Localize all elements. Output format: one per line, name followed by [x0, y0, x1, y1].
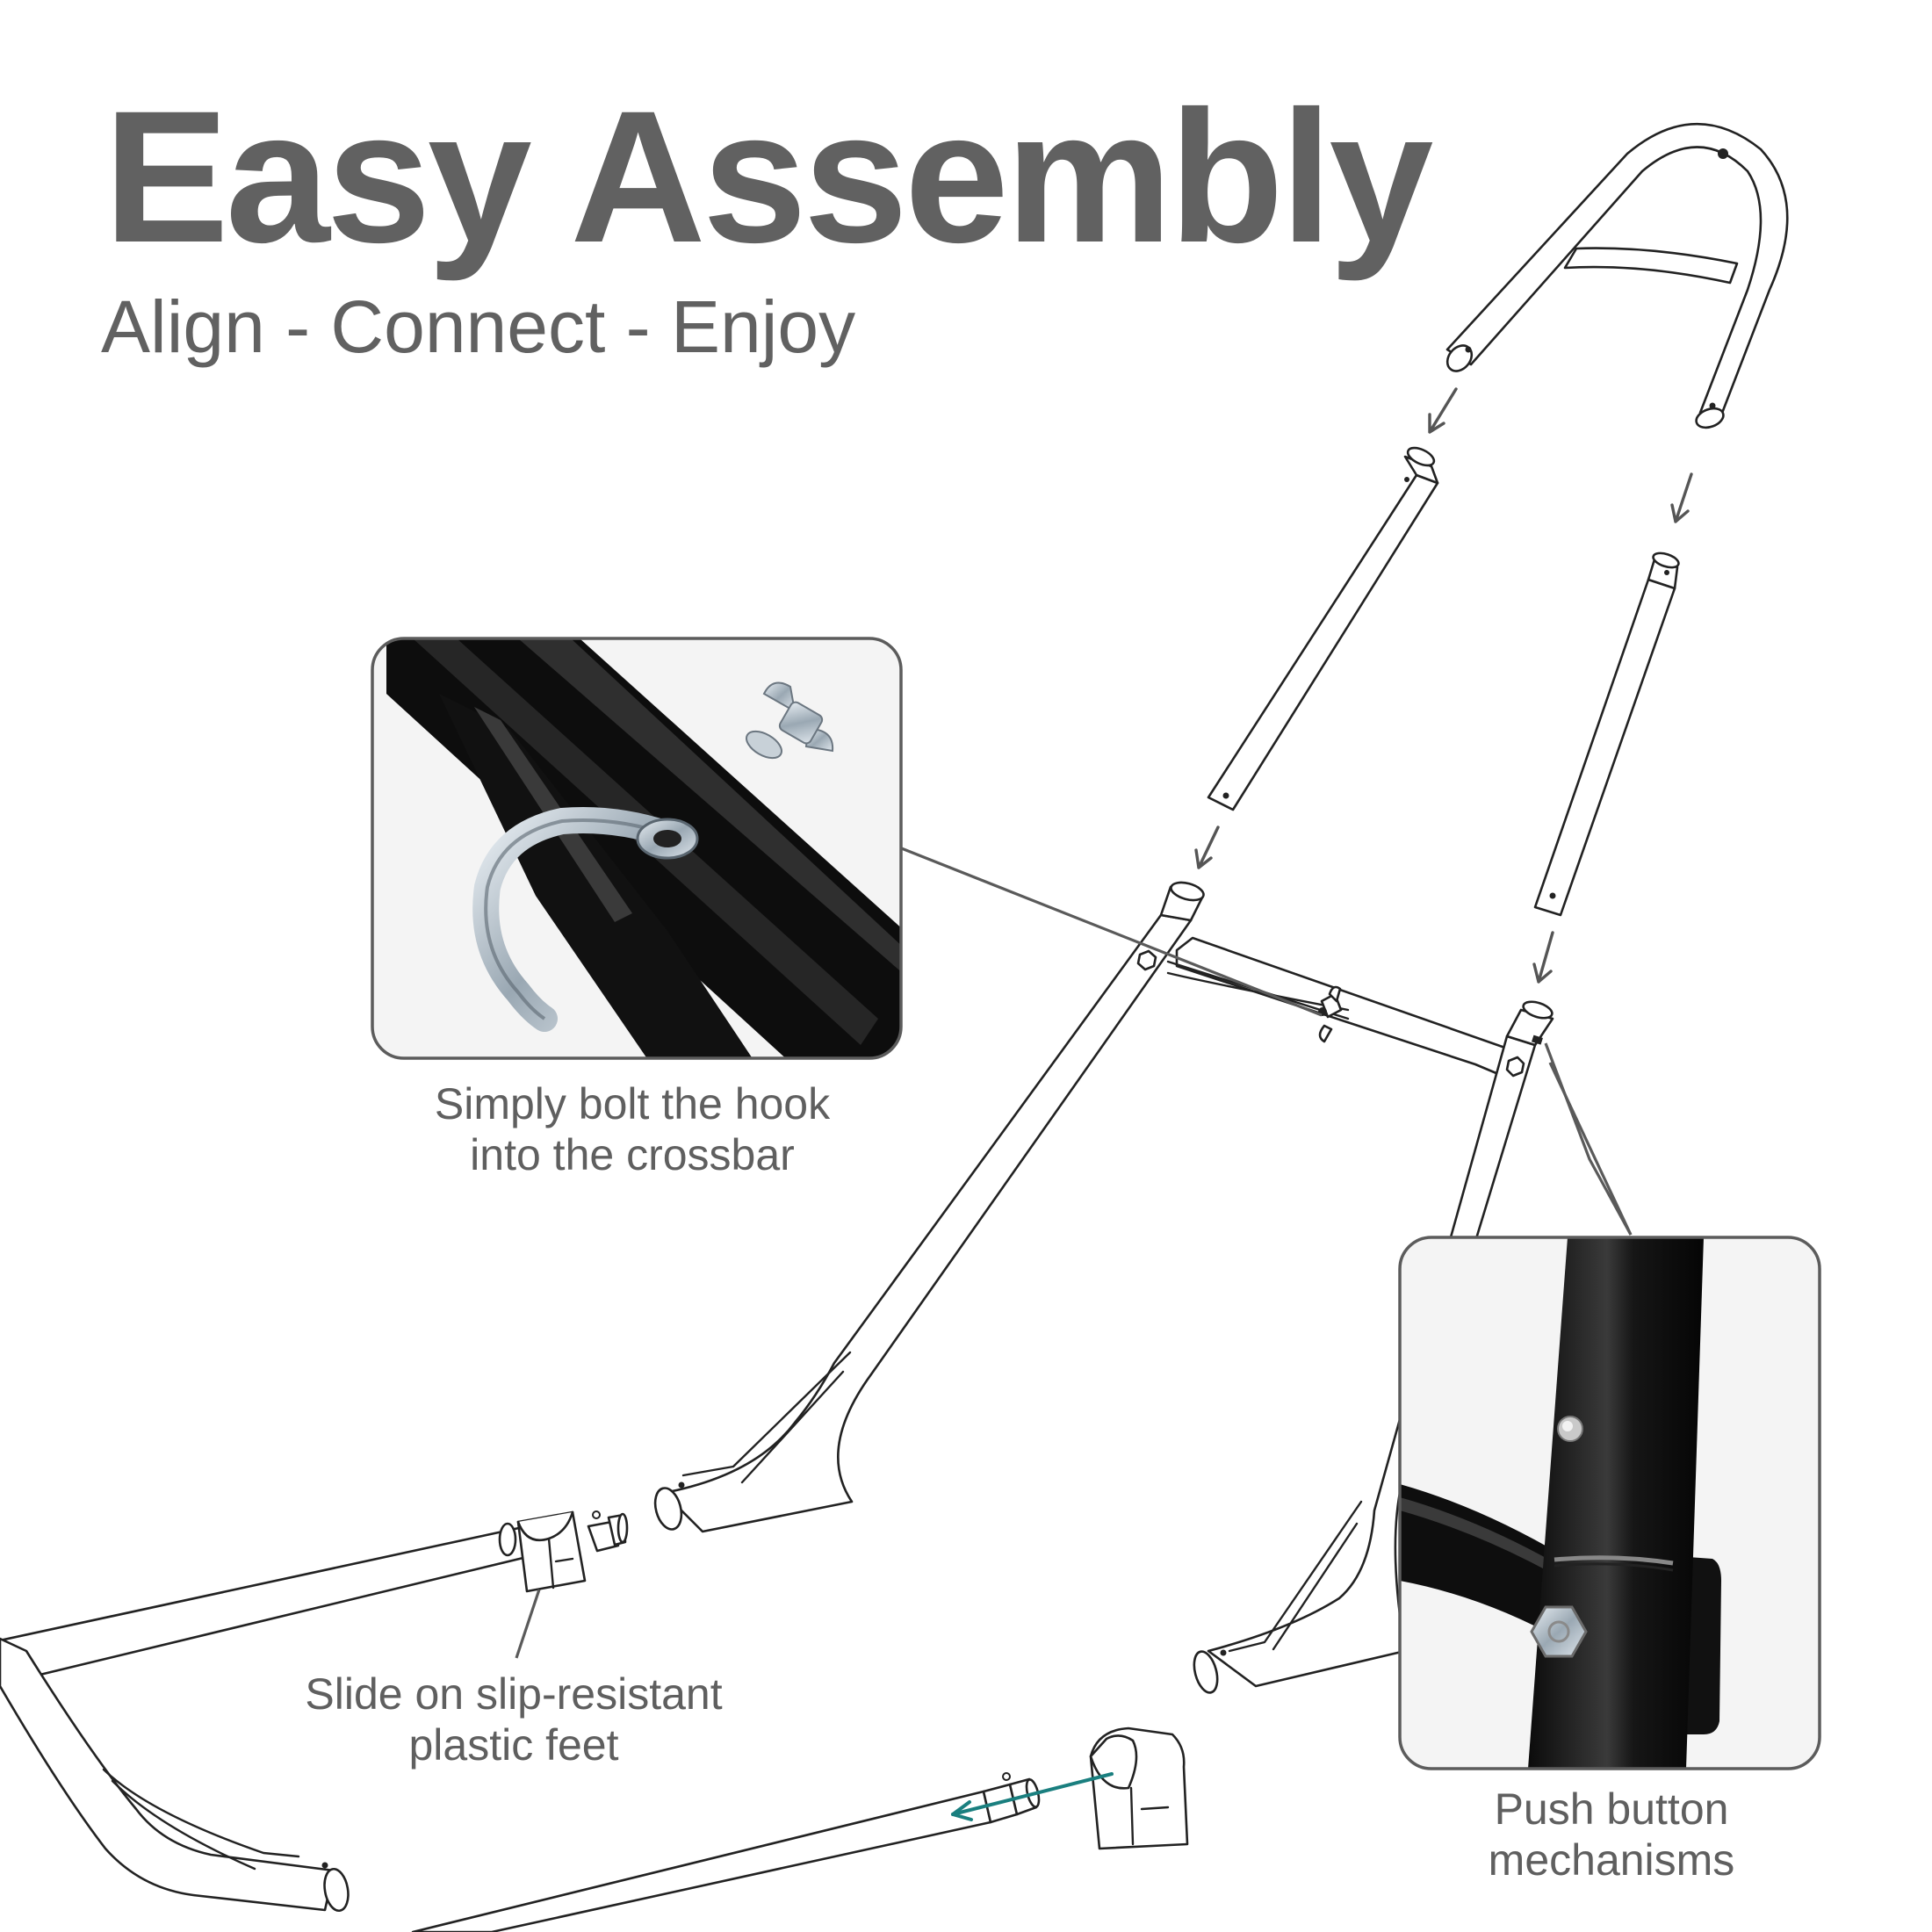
feet-caption-line1: Slide on slip-resistant — [305, 1669, 723, 1719]
left-leg-frame — [653, 881, 1205, 1533]
right-leg-frame — [1193, 1000, 1554, 1694]
push-caption-line2: mechanisms — [1488, 1835, 1735, 1885]
push-button-callout-caption: Push button mechanisms — [1431, 1784, 1791, 1885]
right-extension-tube — [1533, 551, 1680, 917]
arch-connection-arrows — [1428, 387, 1693, 523]
page-title: Easy Assembly — [104, 72, 1433, 282]
feet-callout-caption: Slide on slip-resistant plastic feet — [255, 1669, 773, 1770]
hook-detail-photo — [372, 638, 901, 1058]
slide-direction-arrow — [951, 1772, 1114, 1821]
left-extension-tube — [1207, 446, 1439, 811]
push-caption-line1: Push button — [1494, 1784, 1729, 1834]
hook-callout-caption: Simply bolt the hook into the crossbar — [369, 1078, 896, 1180]
push-button-detail-photo — [1400, 1237, 1820, 1769]
crossbar — [1166, 936, 1519, 1080]
page-subtitle: Align - Connect - Enjoy — [101, 285, 856, 368]
base-lower-bar — [411, 1772, 1041, 1932]
leader-lines — [515, 846, 1633, 1659]
hook-caption-line1: Simply bolt the hook — [434, 1079, 831, 1128]
plastic-foot-detached — [1089, 1727, 1189, 1850]
top-arch-frame — [1445, 122, 1789, 429]
base-left-foot — [0, 1637, 350, 1913]
base-upper-bar — [0, 1510, 629, 1686]
hook-caption-line2: into the crossbar — [470, 1130, 795, 1179]
feet-caption-line2: plastic feet — [408, 1720, 619, 1770]
tube-connection-arrows — [1194, 825, 1554, 984]
plastic-foot-upper — [516, 1510, 587, 1593]
